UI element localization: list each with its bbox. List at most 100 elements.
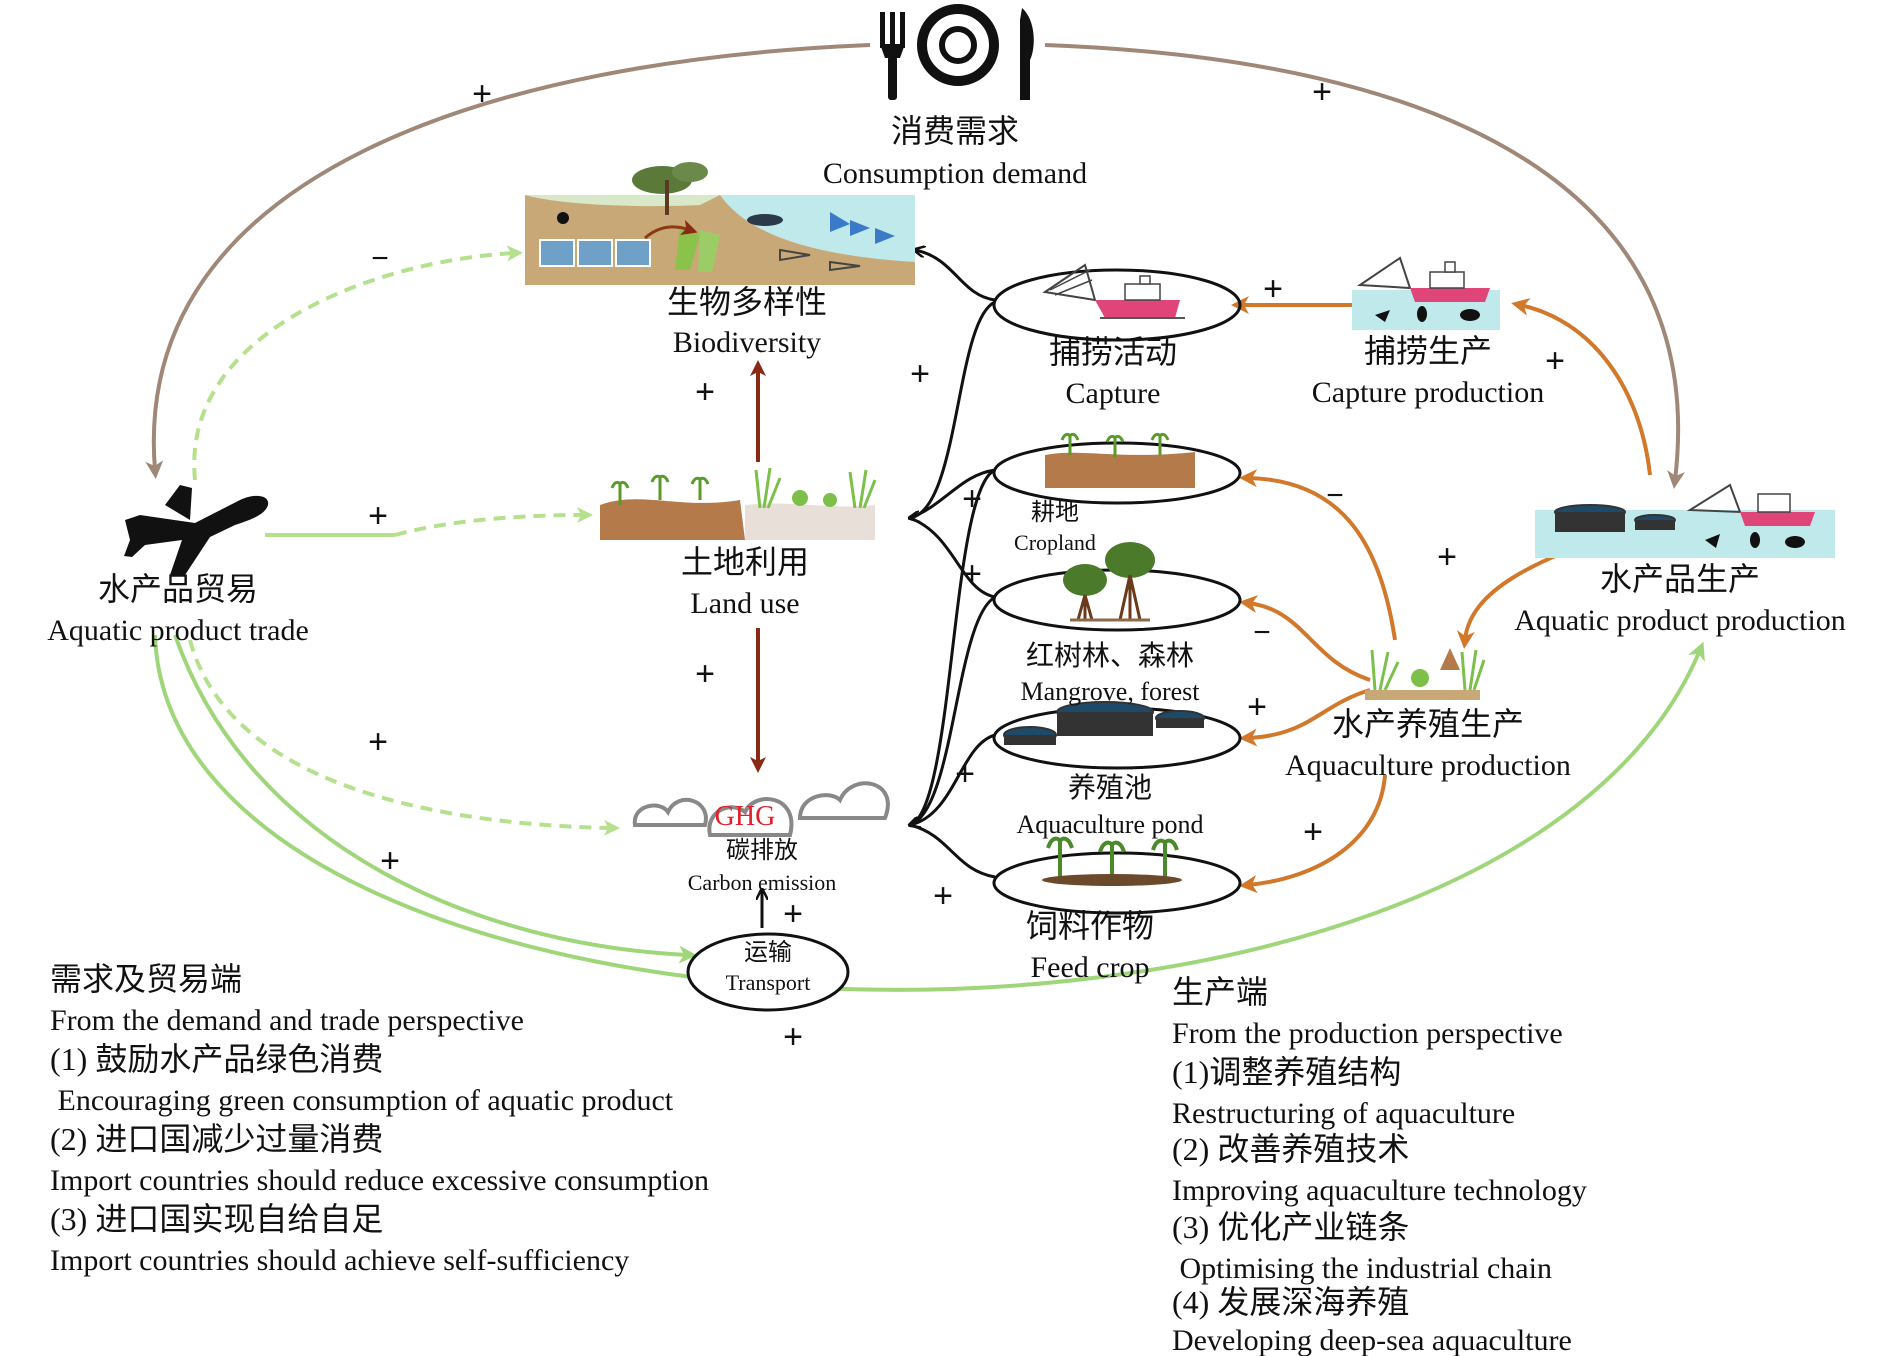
mangrove-en: Mangrove, forest bbox=[1020, 677, 1200, 706]
production-item-en: Developing deep-sea aquaculture bbox=[1172, 1324, 1572, 1356]
biodiversity-en: Biodiversity bbox=[673, 326, 821, 359]
biodiversity-zh: 生物多样性 bbox=[667, 284, 827, 320]
airplane-icon bbox=[124, 485, 269, 575]
sign-plus: + bbox=[933, 877, 953, 915]
feed-en: Feed crop bbox=[1030, 951, 1149, 984]
arrow-production-to-captureprod bbox=[1511, 298, 1652, 476]
land-use-icon bbox=[600, 467, 877, 540]
production-title-en: From the production perspective bbox=[1172, 1017, 1563, 1050]
capture-production-en: Capture production bbox=[1312, 376, 1544, 409]
sign-plus: + bbox=[1247, 688, 1267, 726]
transport-en: Transport bbox=[726, 970, 811, 995]
cloud-icon-left bbox=[632, 797, 708, 827]
demand-item-zh: (1) 鼓励水产品绿色消费 bbox=[50, 1041, 383, 1077]
aquatic-production-zh: 水产品生产 bbox=[1600, 561, 1760, 597]
sign-plus: + bbox=[368, 723, 388, 761]
capture-en: Capture bbox=[1066, 377, 1161, 410]
sign-minus: − bbox=[1326, 479, 1344, 512]
trade-en: Aquatic product trade bbox=[47, 614, 309, 647]
sign-plus: + bbox=[472, 75, 492, 113]
feed-crop-icon bbox=[1042, 836, 1182, 886]
cropland-en: Cropland bbox=[1014, 530, 1096, 555]
aquaculture-production-en: Aquaculture production bbox=[1285, 749, 1571, 782]
cloud-icon-right bbox=[797, 781, 890, 820]
sign-plus: + bbox=[962, 480, 982, 518]
production-item-en: Restructuring of aquaculture bbox=[1172, 1097, 1515, 1130]
arrow-mangrove-to-landuse bbox=[909, 516, 996, 599]
arc-trade-to-production bbox=[153, 634, 1705, 992]
transport-ellipse bbox=[686, 932, 850, 1012]
sign-plus: + bbox=[1263, 270, 1283, 308]
arrow-capture-to-landuse bbox=[910, 300, 996, 518]
arrow-aquaculture-to-cropland bbox=[1239, 469, 1397, 641]
sign-plus: + bbox=[695, 655, 715, 693]
capture-zh: 捕捞活动 bbox=[1049, 334, 1177, 370]
transport-zh: 运输 bbox=[744, 939, 792, 966]
arc-trade-to-transport bbox=[173, 634, 697, 964]
ghg-label: GHG bbox=[715, 801, 776, 832]
cropland-ellipse bbox=[992, 441, 1242, 505]
capture-ellipse bbox=[992, 268, 1242, 342]
demand-item-en: Encouraging green consumption of aquatic… bbox=[50, 1084, 674, 1117]
sign-plus: + bbox=[1303, 813, 1323, 851]
arrow-capture-to-biodiversity bbox=[915, 250, 996, 302]
consumption-en: Consumption demand bbox=[823, 157, 1087, 190]
demand-panel: 需求及贸易端 From the demand and trade perspec… bbox=[50, 961, 709, 1277]
production-item-zh: (2) 改善养殖技术 bbox=[1172, 1131, 1409, 1167]
arrow-cropland-to-carbon bbox=[910, 468, 996, 825]
production-item-zh: (3) 优化产业链条 bbox=[1172, 1209, 1409, 1245]
pond-zh: 养殖池 bbox=[1068, 772, 1152, 804]
sign-plus: + bbox=[380, 842, 400, 880]
aquaculture-production-zh: 水产养殖生产 bbox=[1332, 706, 1524, 742]
production-title-zh: 生产端 bbox=[1172, 974, 1268, 1010]
arrow-aquaculture-to-feed bbox=[1239, 774, 1387, 894]
arrow-aquaculture-to-pond bbox=[1239, 688, 1371, 747]
production-item-zh: (1)调整养殖结构 bbox=[1172, 1054, 1401, 1090]
cloud-icon-center bbox=[707, 797, 794, 837]
capture-production-icon bbox=[1352, 256, 1500, 330]
arc-consumption-to-trade bbox=[145, 43, 871, 479]
sign-plus: + bbox=[1437, 538, 1457, 576]
arrow-cropland-to-landuse bbox=[909, 468, 996, 520]
sign-plus: + bbox=[695, 373, 715, 411]
aquatic-production-en: Aquatic product production bbox=[1514, 604, 1846, 637]
aquaculture-production-icon bbox=[1365, 648, 1486, 700]
sign-plus: + bbox=[1545, 342, 1565, 380]
land-use-zh: 土地利用 bbox=[681, 544, 809, 580]
mangrove-zh: 红树林、森林 bbox=[1026, 640, 1194, 672]
sign-plus: + bbox=[1312, 73, 1332, 111]
sign-plus: + bbox=[368, 497, 388, 535]
arrow-feed-to-carbon bbox=[909, 823, 996, 879]
production-item-zh: (4) 发展深海养殖 bbox=[1172, 1284, 1409, 1320]
mangrove-tree-icon bbox=[1063, 542, 1155, 622]
pond-en: Aquaculture pond bbox=[1016, 810, 1203, 839]
sign-minus: − bbox=[1253, 616, 1271, 649]
arc-consumption-to-production bbox=[1044, 43, 1686, 489]
production-panel: 生产端 From the production perspective (1)调… bbox=[1172, 974, 1587, 1356]
cropland-zh: 耕地 bbox=[1031, 499, 1079, 526]
dashed-trade-to-biodiversity bbox=[192, 245, 523, 481]
carbon-en: Carbon emission bbox=[688, 870, 837, 895]
dashed-trade-to-carbon bbox=[188, 639, 620, 836]
arrow-aquaculture-to-mangrove bbox=[1239, 595, 1371, 682]
capture-production-zh: 捕捞生产 bbox=[1364, 333, 1492, 369]
aquaculture-pond-icon bbox=[1003, 701, 1205, 745]
demand-item-zh: (3) 进口国实现自给自足 bbox=[50, 1201, 383, 1237]
sign-plus: + bbox=[955, 755, 975, 793]
demand-item-zh: (2) 进口国减少过量消费 bbox=[50, 1121, 383, 1157]
fishing-boat-icon bbox=[1042, 263, 1185, 319]
land-use-en: Land use bbox=[690, 587, 799, 620]
aquatic-production-icon bbox=[1535, 483, 1835, 558]
sign-plus: + bbox=[910, 355, 930, 393]
sign-plus: + bbox=[783, 895, 803, 933]
trade-zh: 水产品贸易 bbox=[98, 571, 258, 607]
arrow-mangrove-to-carbon bbox=[909, 595, 996, 827]
arrow-pond-to-carbon bbox=[909, 733, 996, 827]
consumption-zh: 消费需求 bbox=[891, 113, 1019, 149]
sign-minus: − bbox=[371, 242, 389, 275]
production-item-en: Optimising the industrial chain bbox=[1172, 1252, 1552, 1285]
production-item-en: Improving aquaculture technology bbox=[1172, 1174, 1587, 1207]
demand-item-en: Import countries should achieve self-suf… bbox=[50, 1244, 629, 1277]
feed-ellipse bbox=[992, 851, 1242, 915]
